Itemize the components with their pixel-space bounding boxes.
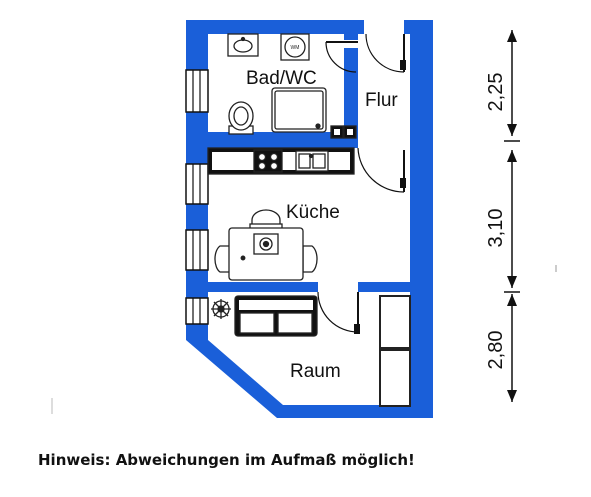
window-kitchen-1: [185, 163, 209, 205]
wardrobe-icon: [379, 295, 411, 407]
dimension-lines: [504, 30, 520, 402]
doors: [317, 20, 410, 334]
floor-plan: WM: [51, 20, 557, 418]
stove-icon: [253, 149, 283, 173]
shower-icon: [271, 87, 327, 133]
living-fixtures: [211, 295, 411, 407]
dimension-label-kitchen: 3,10: [485, 209, 507, 248]
wall-bath-kitchen: [208, 132, 358, 148]
wall-kitchen-living: [208, 282, 358, 292]
wall-bath-hall: [344, 34, 358, 132]
wall-living-stub: [358, 282, 410, 292]
dimension-label-bath: 2,25: [485, 73, 507, 112]
door-entrance: [364, 20, 406, 73]
window-kitchen-2: [185, 229, 209, 271]
sink-icon: [227, 33, 259, 57]
bath-fixtures: WM: [227, 33, 357, 139]
chair-left: [214, 245, 231, 273]
kitchen-sink-icon: [295, 150, 329, 172]
window-living: [185, 297, 209, 325]
door-living: [317, 282, 360, 334]
windows: [185, 69, 209, 325]
disclaimer-note: Hinweis: Abweichungen im Aufmaß möglich!: [38, 451, 415, 469]
dining-table-icon: [214, 209, 318, 281]
kitchen-fixtures: [207, 147, 355, 281]
washing-machine-label: WM: [291, 45, 300, 51]
room-label-kitchen: Küche: [286, 202, 340, 223]
washing-machine-icon: WM: [280, 33, 310, 61]
toilet-icon: [228, 101, 254, 135]
room-label-bath: Bad/WC: [246, 68, 317, 89]
sofa-icon: [234, 295, 318, 337]
bath-outlets: [330, 125, 357, 139]
room-label-living: Raum: [290, 361, 341, 382]
dimension-label-living: 2,80: [485, 331, 507, 370]
plant-icon: [211, 299, 231, 319]
window-bath: [185, 69, 209, 113]
chair-right: [302, 245, 318, 273]
chair-top: [251, 209, 281, 227]
door-bath: [325, 40, 358, 73]
door-kitchen: [357, 132, 410, 193]
room-label-hall: Flur: [365, 90, 398, 111]
